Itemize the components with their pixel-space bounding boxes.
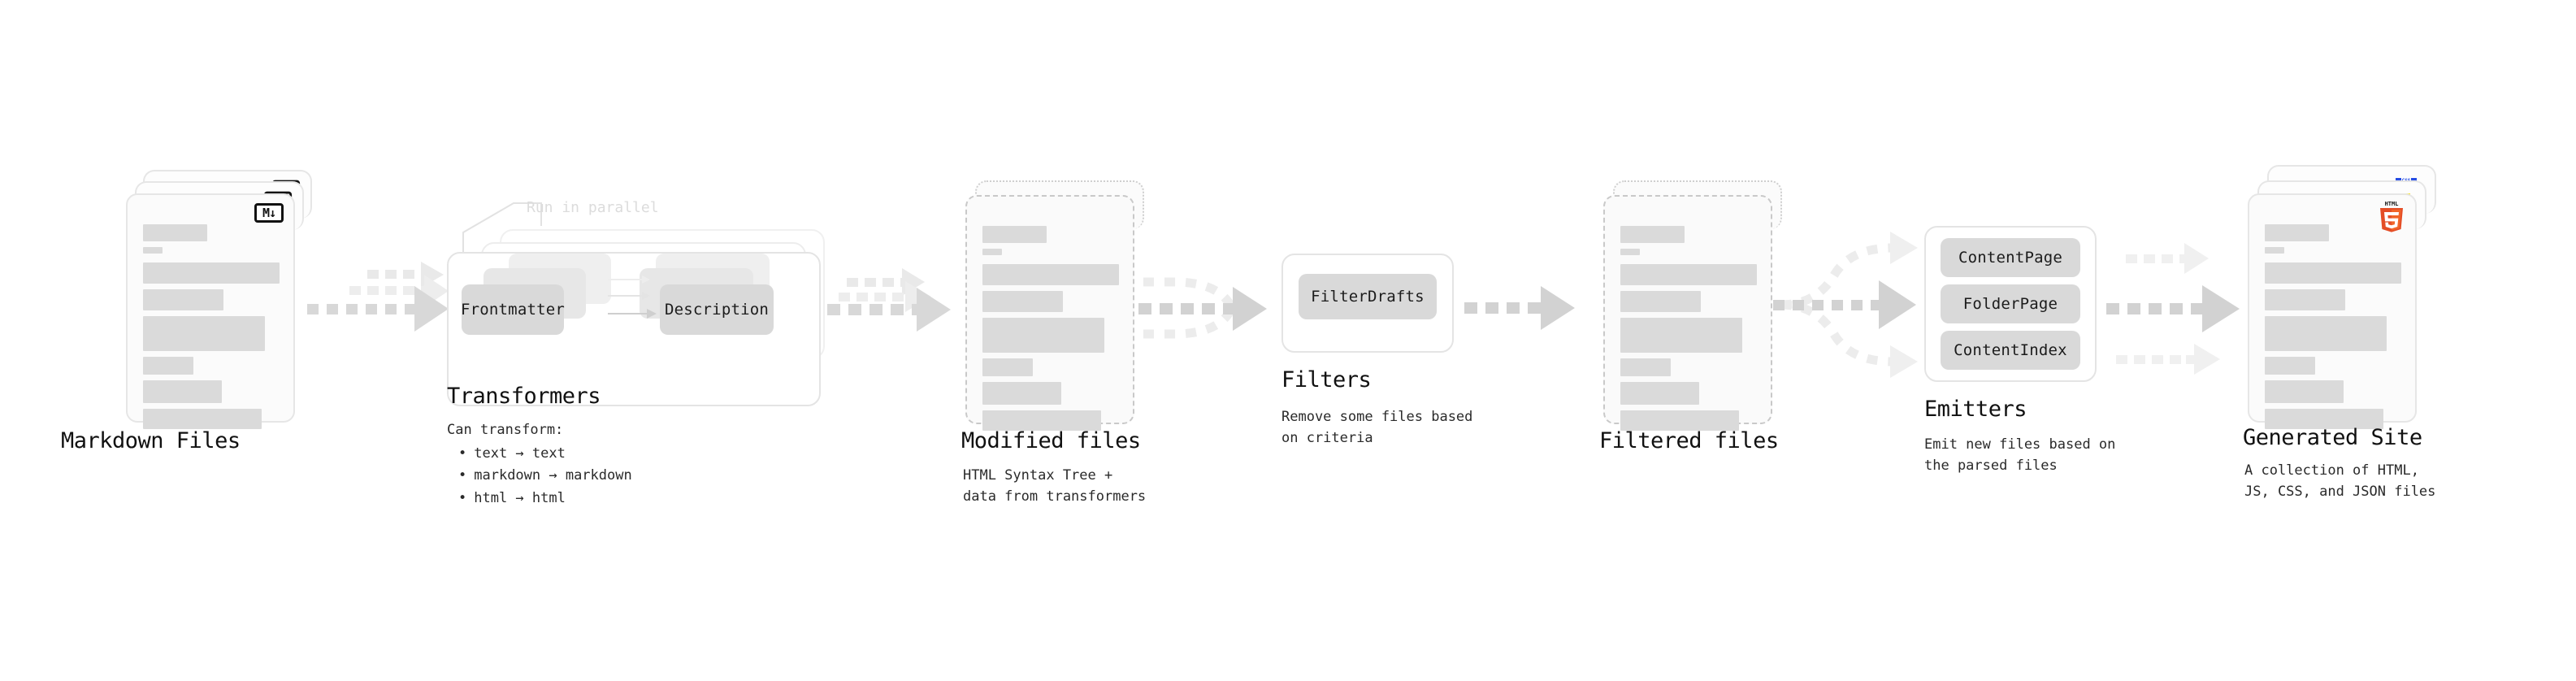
content-bar xyxy=(143,289,224,310)
content-bar xyxy=(1620,291,1702,312)
content-bar xyxy=(143,262,280,284)
content-bar xyxy=(2265,409,2384,429)
content-bar xyxy=(143,247,163,254)
bullet-item: html → html xyxy=(458,488,632,510)
connector-md-to-transformers xyxy=(307,262,449,332)
stage-description-modified-files: HTML Syntax Tree + data from transformer… xyxy=(963,467,1147,505)
content-bar xyxy=(1620,410,1740,431)
connector-filters-to-filtered xyxy=(1464,286,1575,330)
content-bar xyxy=(982,226,1047,243)
transformers-bullets: Can transform: text → text markdown → ma… xyxy=(447,419,632,510)
content-bar xyxy=(1620,226,1685,243)
connector-transformers-to-modified xyxy=(827,268,951,332)
emitter-chip-contentpage[interactable]: ContentPage xyxy=(1941,238,2080,277)
transformer-chip-description[interactable]: Description xyxy=(660,284,774,335)
content-bar xyxy=(2265,357,2316,375)
content-bar xyxy=(1620,249,1640,255)
content-bar xyxy=(982,291,1064,312)
content-bar xyxy=(143,357,194,375)
content-bar xyxy=(2265,224,2329,241)
content-bar xyxy=(143,224,207,241)
stage-description-filters: Remove some files based on criteria xyxy=(1281,409,1473,447)
bullet-item: markdown → markdown xyxy=(458,465,631,487)
content-bar xyxy=(143,380,223,403)
content-bar xyxy=(1620,382,1700,405)
content-bar xyxy=(143,409,262,429)
run-in-parallel-label: Run in parallel xyxy=(527,199,659,216)
connector-emitters-to-site xyxy=(2106,243,2240,375)
emitter-chip-contentindex[interactable]: ContentIndex xyxy=(1941,331,2080,370)
content-bar xyxy=(2265,247,2284,254)
content-bar xyxy=(2265,380,2344,403)
filtered-file-card xyxy=(1603,195,1772,431)
filter-chip-filterdrafts[interactable]: FilterDrafts xyxy=(1299,274,1437,319)
content-bar xyxy=(982,382,1062,405)
content-bar xyxy=(143,316,265,351)
content-bar xyxy=(982,318,1104,353)
svg-text:HTML: HTML xyxy=(2385,201,2399,207)
modified-file-card xyxy=(965,195,1134,431)
connector-modified-to-filters xyxy=(1138,277,1267,339)
transformer-chip-frontmatter[interactable]: Frontmatter xyxy=(461,284,565,335)
stage-description-emitters: Emit new files based on the parsed files xyxy=(1924,436,2116,475)
markdown-icon: M↓ xyxy=(254,203,284,223)
content-bar xyxy=(1620,264,1757,285)
stage-caption-transformers: Transformers xyxy=(447,384,601,409)
html5-icon: HTML xyxy=(2380,201,2403,232)
generated-site-card: HTML xyxy=(2248,193,2417,429)
content-bar xyxy=(2265,316,2387,351)
bullets-heading: Can transform: xyxy=(447,422,564,438)
file-content-placeholder xyxy=(1620,226,1757,431)
connector-filtered-to-emitters xyxy=(1773,232,1918,378)
run-in-parallel-bracket xyxy=(462,202,542,258)
stage-caption-filtered-files: Filtered files xyxy=(1599,428,1779,453)
content-bar xyxy=(982,249,1002,255)
stage-description-generated-site: A collection of HTML, JS, CSS, and JSON … xyxy=(2244,462,2436,501)
file-content-placeholder xyxy=(2265,224,2401,429)
transformer-inner-arrows xyxy=(608,275,657,319)
content-bar xyxy=(982,358,1034,376)
content-bar xyxy=(1620,358,1672,376)
file-content-placeholder xyxy=(982,226,1119,431)
stage-caption-modified-files: Modified files xyxy=(961,428,1141,453)
content-bar xyxy=(982,264,1119,285)
file-content-placeholder xyxy=(143,224,280,429)
content-bar xyxy=(2265,289,2346,310)
stage-caption-emitters: Emitters xyxy=(1924,397,2027,422)
bullet-item: text → text xyxy=(458,443,632,465)
content-bar xyxy=(2265,262,2401,284)
markdown-file-card: M↓ xyxy=(126,193,295,429)
stage-caption-filters: Filters xyxy=(1281,367,1372,393)
emitter-chip-folderpage[interactable]: FolderPage xyxy=(1941,284,2080,323)
content-bar xyxy=(982,410,1102,431)
stage-caption-markdown-files: Markdown Files xyxy=(61,428,241,453)
content-bar xyxy=(1620,318,1742,353)
stage-caption-generated-site: Generated Site xyxy=(2243,425,2422,450)
